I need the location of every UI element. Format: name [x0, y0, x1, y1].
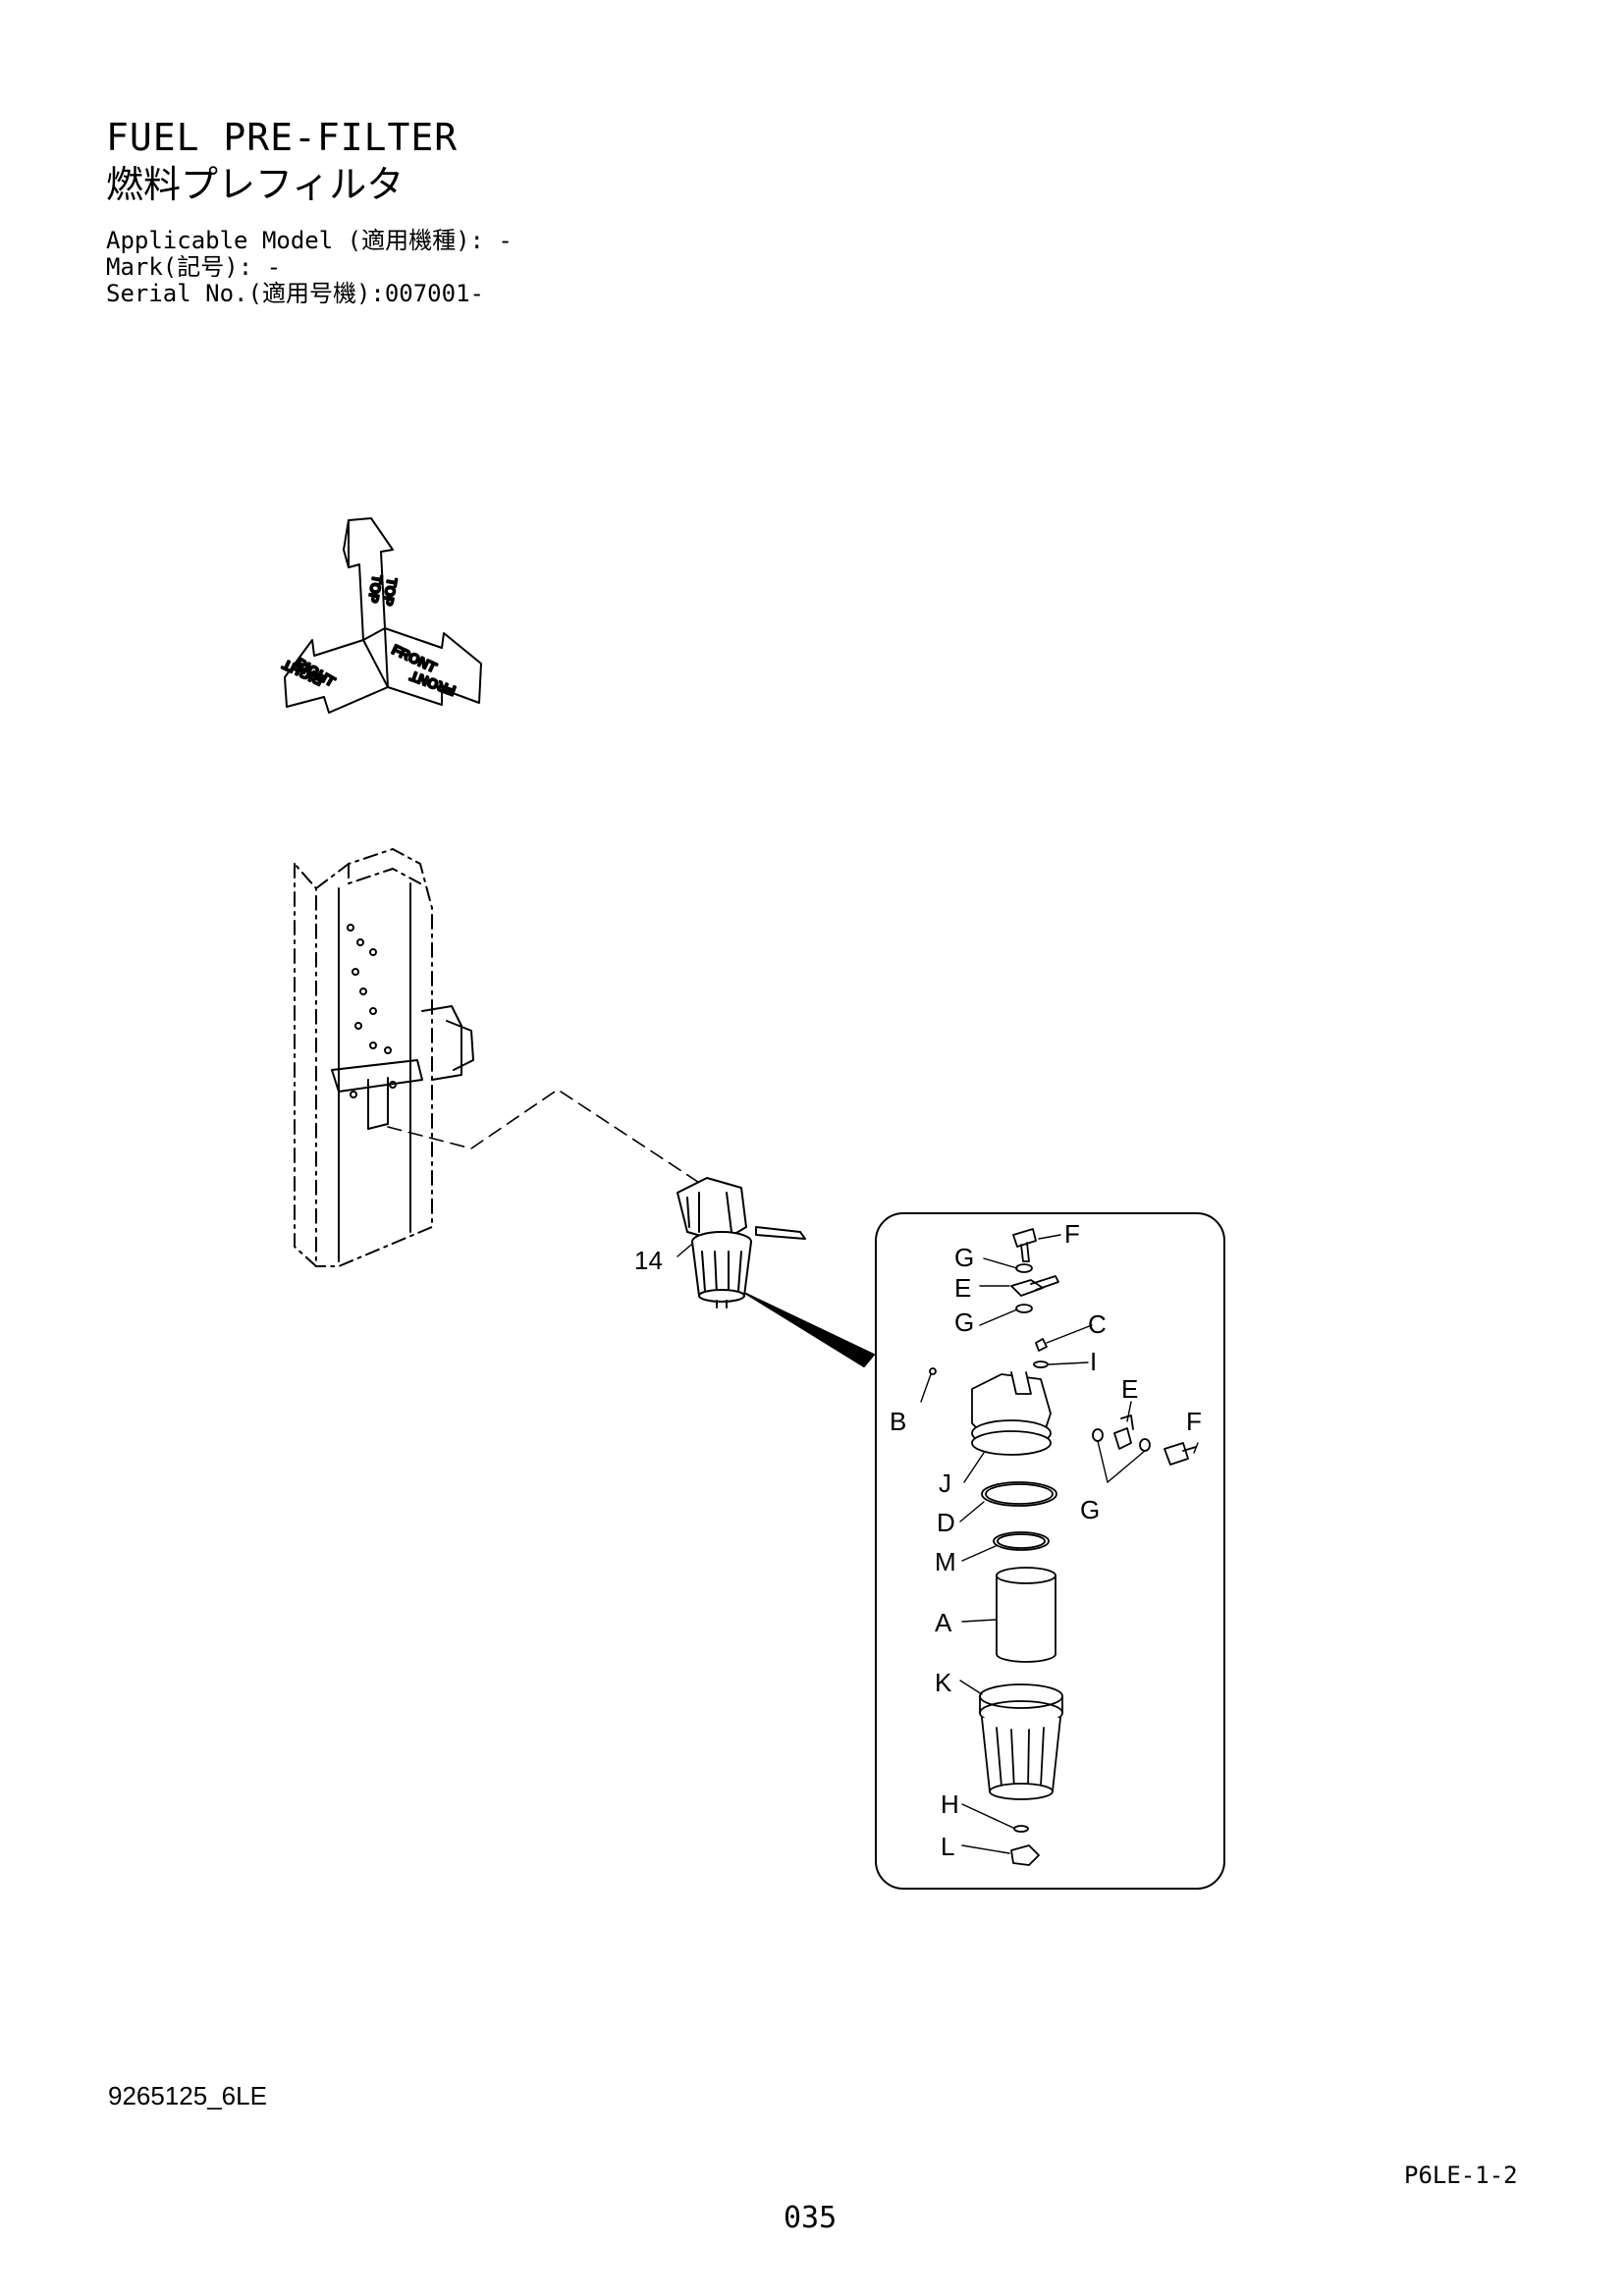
callout-leaders: [677, 1234, 1199, 1854]
callout-E-side: E: [1121, 1374, 1138, 1404]
orientation-top-label: TOP: [365, 573, 386, 604]
mark: Mark(記号): -: [106, 253, 282, 281]
callout-B: B: [890, 1407, 906, 1436]
orientation-indicator: TOP TOP RIGHT RIGHT FRONT FRONT: [279, 517, 482, 714]
callout-F-top: F: [1064, 1219, 1080, 1249]
mounting-panel: [294, 848, 474, 1267]
detail-view-frame: [875, 1212, 1225, 1890]
page-header: FUEL PRE-FILTER 燃料プレフィルタ: [106, 116, 458, 208]
page-title-japanese: 燃料プレフィルタ: [106, 163, 405, 206]
callout-F-side: F: [1186, 1407, 1202, 1436]
callout-G-middle: G: [954, 1308, 974, 1337]
applicable-model: Applicable Model (適用機種): -: [106, 227, 513, 254]
page-number: 035: [784, 2201, 838, 2235]
callout-A: A: [935, 1608, 952, 1637]
page-title: FUEL PRE-FILTER: [106, 116, 459, 159]
callout-I: I: [1090, 1347, 1097, 1376]
callout-D: D: [937, 1508, 955, 1537]
callout-L: L: [941, 1832, 954, 1861]
callout-E-upper: E: [954, 1273, 971, 1303]
applicability-info: Applicable Model (適用機種): - Mark(記号): - S…: [106, 228, 513, 307]
callout-G-side: G: [1080, 1495, 1100, 1524]
document-number: 9265125_6LE: [108, 2081, 267, 2110]
callout-C: C: [1088, 1309, 1107, 1339]
detail-parts: [929, 1228, 1197, 1866]
callout-H: H: [941, 1789, 959, 1819]
callout-14: 14: [634, 1246, 663, 1275]
fuel-pre-filter-assembly: [677, 1177, 806, 1308]
callout-M: M: [935, 1547, 956, 1576]
orientation-top-label-2: TOP: [380, 576, 401, 607]
page-code: P6LE-1-2: [1404, 2162, 1518, 2189]
callout-K: K: [935, 1668, 952, 1697]
callout-J: J: [939, 1468, 951, 1498]
callout-G-upper: G: [954, 1243, 974, 1272]
serial-number: Serial No.(適用号機):007001-: [106, 280, 484, 307]
